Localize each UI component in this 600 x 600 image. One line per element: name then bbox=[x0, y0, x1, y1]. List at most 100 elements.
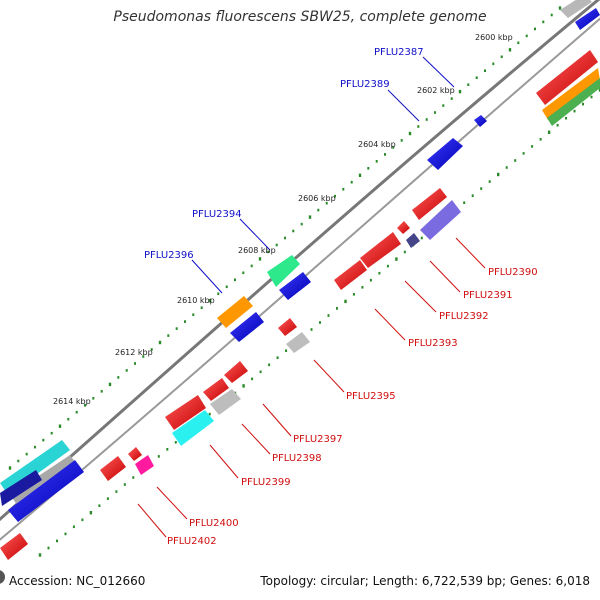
gene-pflu2395-red[interactable] bbox=[278, 318, 297, 336]
scale-tick bbox=[517, 41, 520, 45]
gene-pflu2387[interactable] bbox=[474, 115, 487, 127]
label-pflu2387[interactable]: PFLU2387 bbox=[374, 47, 424, 58]
gene-pflu2400[interactable] bbox=[135, 455, 154, 475]
label-pflu2400[interactable]: PFLU2400 bbox=[189, 518, 239, 529]
scale-tick bbox=[386, 264, 389, 268]
gene-pflu2389[interactable] bbox=[427, 138, 463, 170]
gene-fwd-blue-2396b[interactable] bbox=[230, 312, 264, 342]
scale-tick bbox=[420, 236, 423, 240]
label-pflu2402[interactable]: PFLU2402 bbox=[167, 536, 217, 547]
gene-pflu2397[interactable] bbox=[210, 389, 241, 415]
gene-pflu2391-block[interactable] bbox=[406, 233, 420, 248]
scale-tick bbox=[225, 285, 228, 289]
gene-fwd-blue-left[interactable] bbox=[8, 460, 84, 522]
label-pflu2396[interactable]: PFLU2396 bbox=[144, 250, 194, 261]
gene-rev-red-a[interactable] bbox=[412, 188, 447, 220]
gene-rev-red-b[interactable] bbox=[224, 361, 248, 383]
scale-tick bbox=[268, 363, 271, 367]
label-pflu2389[interactable]: PFLU2389 bbox=[340, 79, 390, 90]
scale-tick bbox=[251, 377, 254, 381]
label-pflu2399[interactable]: PFLU2399 bbox=[241, 477, 291, 488]
scale-label-2600: 2600 kbp bbox=[475, 33, 513, 42]
gene-pflu2391[interactable] bbox=[397, 221, 410, 234]
outer-scale-ticks bbox=[8, 6, 562, 470]
scale-tick bbox=[81, 518, 84, 522]
scale-tick bbox=[344, 299, 347, 304]
scale-tick bbox=[267, 250, 270, 254]
label-pflu2395[interactable]: PFLU2395 bbox=[346, 391, 396, 402]
scale-tick bbox=[175, 327, 178, 330]
scale-label-2606: 2606 kbp bbox=[298, 194, 336, 203]
scale-tick bbox=[352, 293, 355, 296]
scale-tick bbox=[258, 257, 262, 261]
gene-fwd-grey-left[interactable] bbox=[10, 455, 78, 506]
forward-label-connectors bbox=[191, 56, 455, 294]
scale-tick bbox=[573, 109, 576, 113]
gene-fwd-green-large[interactable] bbox=[547, 78, 600, 126]
label-pflu2390[interactable]: PFLU2390 bbox=[488, 267, 538, 278]
gene-pflu2392[interactable] bbox=[360, 232, 401, 268]
scale-tick bbox=[157, 455, 160, 458]
scale-tick bbox=[500, 55, 503, 59]
label-pflu2392[interactable]: PFLU2392 bbox=[439, 311, 489, 322]
scale-tick bbox=[522, 152, 525, 155]
scale-tick bbox=[72, 525, 75, 529]
scale-tick bbox=[84, 404, 86, 407]
scale-tick bbox=[259, 370, 262, 374]
scale-tick bbox=[550, 13, 553, 17]
scale-tick bbox=[442, 104, 445, 107]
label-pflu2394[interactable]: PFLU2394 bbox=[192, 209, 242, 220]
scale-tick bbox=[284, 236, 286, 240]
gene-pflu2393[interactable] bbox=[334, 260, 367, 290]
label-pflu2397[interactable]: PFLU2397 bbox=[293, 434, 343, 445]
scale-tick bbox=[508, 48, 512, 52]
scale-tick bbox=[250, 264, 253, 268]
forward-genes bbox=[0, 0, 600, 522]
scale-tick bbox=[64, 532, 67, 536]
gene-pflu2390[interactable] bbox=[420, 200, 461, 240]
gene-rev-red-bottom[interactable] bbox=[0, 533, 28, 560]
gene-fwd-top-grey[interactable] bbox=[560, 0, 592, 18]
gene-fwd-cyan-left[interactable] bbox=[0, 440, 70, 495]
gene-fwd-red-large[interactable] bbox=[536, 50, 598, 105]
gene-fwd-blue-left2[interactable] bbox=[0, 470, 42, 506]
scale-tick bbox=[542, 20, 545, 24]
reverse-label-connectors bbox=[137, 237, 486, 538]
scale-label-2604: 2604 kbp bbox=[358, 140, 396, 149]
scale-tick bbox=[47, 546, 50, 550]
gene-pflu2394[interactable] bbox=[267, 255, 300, 287]
gene-pflu2399[interactable] bbox=[172, 410, 214, 446]
scale-tick bbox=[582, 102, 584, 106]
scale-tick bbox=[336, 307, 338, 310]
scale-tick bbox=[217, 292, 220, 296]
scale-tick bbox=[58, 424, 62, 428]
gene-pflu2396[interactable] bbox=[217, 296, 253, 328]
scale-tick bbox=[325, 201, 328, 205]
scale-tick bbox=[125, 369, 128, 372]
scale-tick bbox=[106, 497, 109, 500]
label-pflu2393[interactable]: PFLU2393 bbox=[408, 338, 458, 349]
scale-tick bbox=[317, 208, 320, 212]
gene-fwd-top-blue[interactable] bbox=[575, 8, 600, 30]
corner-marker bbox=[0, 570, 5, 584]
label-pflu2398[interactable]: PFLU2398 bbox=[272, 453, 322, 464]
gene-fwd-orange-large[interactable] bbox=[542, 68, 600, 120]
scale-tick bbox=[208, 299, 212, 303]
gene-rev-red-c[interactable] bbox=[203, 378, 229, 401]
scale-tick bbox=[117, 376, 120, 379]
gene-pflu2395[interactable] bbox=[286, 332, 310, 353]
scale-tick bbox=[275, 243, 278, 247]
scale-tick bbox=[56, 539, 58, 543]
gene-pflu2400-red[interactable] bbox=[128, 447, 142, 461]
label-pflu2391[interactable]: PFLU2391 bbox=[463, 290, 513, 301]
scale-tick bbox=[497, 172, 500, 177]
scale-tick bbox=[590, 95, 593, 99]
scale-tick bbox=[174, 441, 177, 444]
genome-summary-text: Topology: circular; Length: 6,722,539 bp… bbox=[260, 574, 590, 588]
scale-label-2614: 2614 kbp bbox=[53, 397, 91, 406]
scale-tick bbox=[150, 348, 153, 351]
gene-fwd-blue-2394b[interactable] bbox=[279, 272, 311, 300]
gene-pflu2402[interactable] bbox=[100, 456, 126, 481]
gene-pflu2398[interactable] bbox=[165, 395, 206, 430]
scale-tick bbox=[208, 412, 211, 416]
